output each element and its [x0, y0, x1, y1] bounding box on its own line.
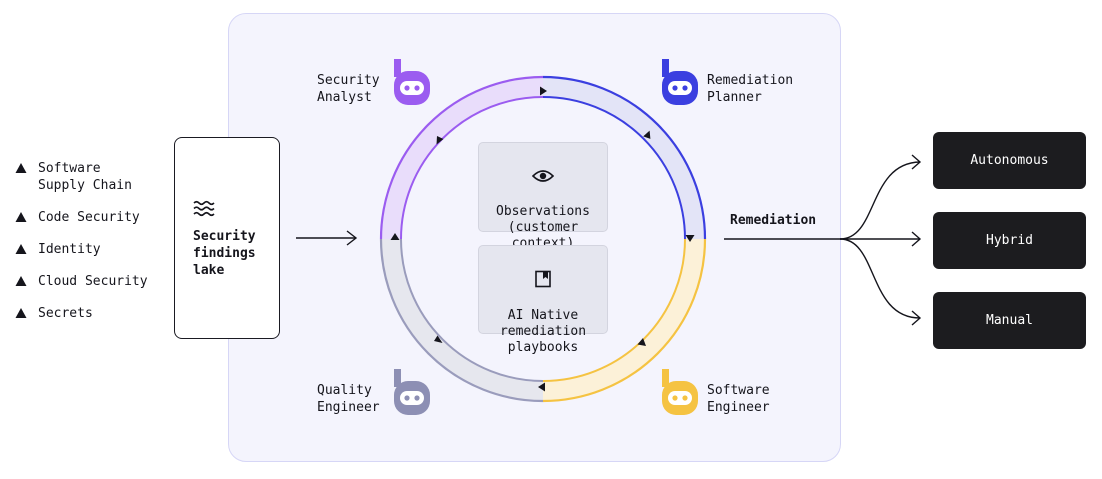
- findings-lake-card: Security findings lake: [174, 137, 280, 339]
- source-list: Software Supply Chain Code Security Iden…: [14, 160, 148, 337]
- source-item: Identity: [14, 241, 148, 258]
- warning-triangle-icon: [15, 244, 27, 254]
- eye-icon: [532, 170, 554, 182]
- flow-marker: [538, 382, 545, 392]
- flow-direction-markers: [390, 86, 695, 392]
- software-engineer-robot-icon: [662, 369, 698, 415]
- warning-triangle-icon: [15, 276, 27, 286]
- flow-marker: [637, 338, 646, 346]
- flow-marker: [434, 335, 443, 343]
- security-analyst-label: Security Analyst: [317, 73, 380, 105]
- ring-arc-quality: [379, 238, 544, 403]
- remediation-label: Remediation: [730, 213, 817, 228]
- remediation-planner-label: Remediation Planner: [707, 73, 794, 105]
- playbooks-box: AI Native remediation playbooks: [478, 245, 608, 355]
- flow-marker: [390, 233, 400, 240]
- ring-band-quality: [381, 239, 543, 401]
- ring-band-analyst: [381, 77, 543, 239]
- bookmark-icon: [535, 270, 551, 288]
- source-label: Secrets: [38, 306, 93, 321]
- source-label: Cloud Security: [38, 274, 148, 289]
- remediation-planner-robot-icon: [662, 59, 698, 105]
- software-engineer-label: Software Engineer: [707, 383, 770, 415]
- source-label: Identity: [38, 242, 101, 257]
- ring-arc-planner: [542, 75, 707, 240]
- warning-triangle-icon: [15, 308, 27, 318]
- waves-icon: [193, 200, 215, 217]
- warning-triangle-icon: [15, 163, 27, 173]
- source-item: Code Security: [14, 209, 148, 226]
- security-analyst-robot-icon: [394, 59, 430, 105]
- outcome-manual: Manual: [933, 292, 1086, 349]
- flow-marker: [643, 130, 651, 139]
- ring-band-engineer: [543, 239, 705, 401]
- inner-arc-planner: [542, 96, 686, 240]
- warning-triangle-icon: [15, 212, 27, 222]
- source-item: Cloud Security: [14, 273, 148, 290]
- flow-marker: [436, 136, 444, 145]
- ring-band-planner: [543, 77, 705, 239]
- quality-engineer-label: Quality Engineer: [317, 383, 380, 415]
- remediation-branches: [724, 154, 922, 326]
- outcome-autonomous: Autonomous: [933, 132, 1086, 189]
- observations-box: Observations (customer context): [478, 142, 608, 251]
- lake-to-loop-arrow: [296, 230, 358, 246]
- source-item: Secrets: [14, 305, 148, 322]
- quality-engineer-robot-icon: [394, 369, 430, 415]
- ring-arc-engineer: [542, 238, 707, 403]
- outcome-hybrid: Hybrid: [933, 212, 1086, 269]
- playbooks-label: AI Native remediation playbooks: [499, 308, 587, 355]
- lake-label: Security findings lake: [193, 229, 256, 278]
- inner-arc-quality: [400, 238, 544, 382]
- flow-marker: [685, 235, 695, 242]
- ring-arc-analyst: [379, 75, 544, 240]
- source-item: Software Supply Chain: [14, 160, 148, 194]
- source-label: Software Supply Chain: [38, 161, 132, 193]
- flow-marker: [540, 86, 547, 96]
- source-label: Code Security: [38, 210, 140, 225]
